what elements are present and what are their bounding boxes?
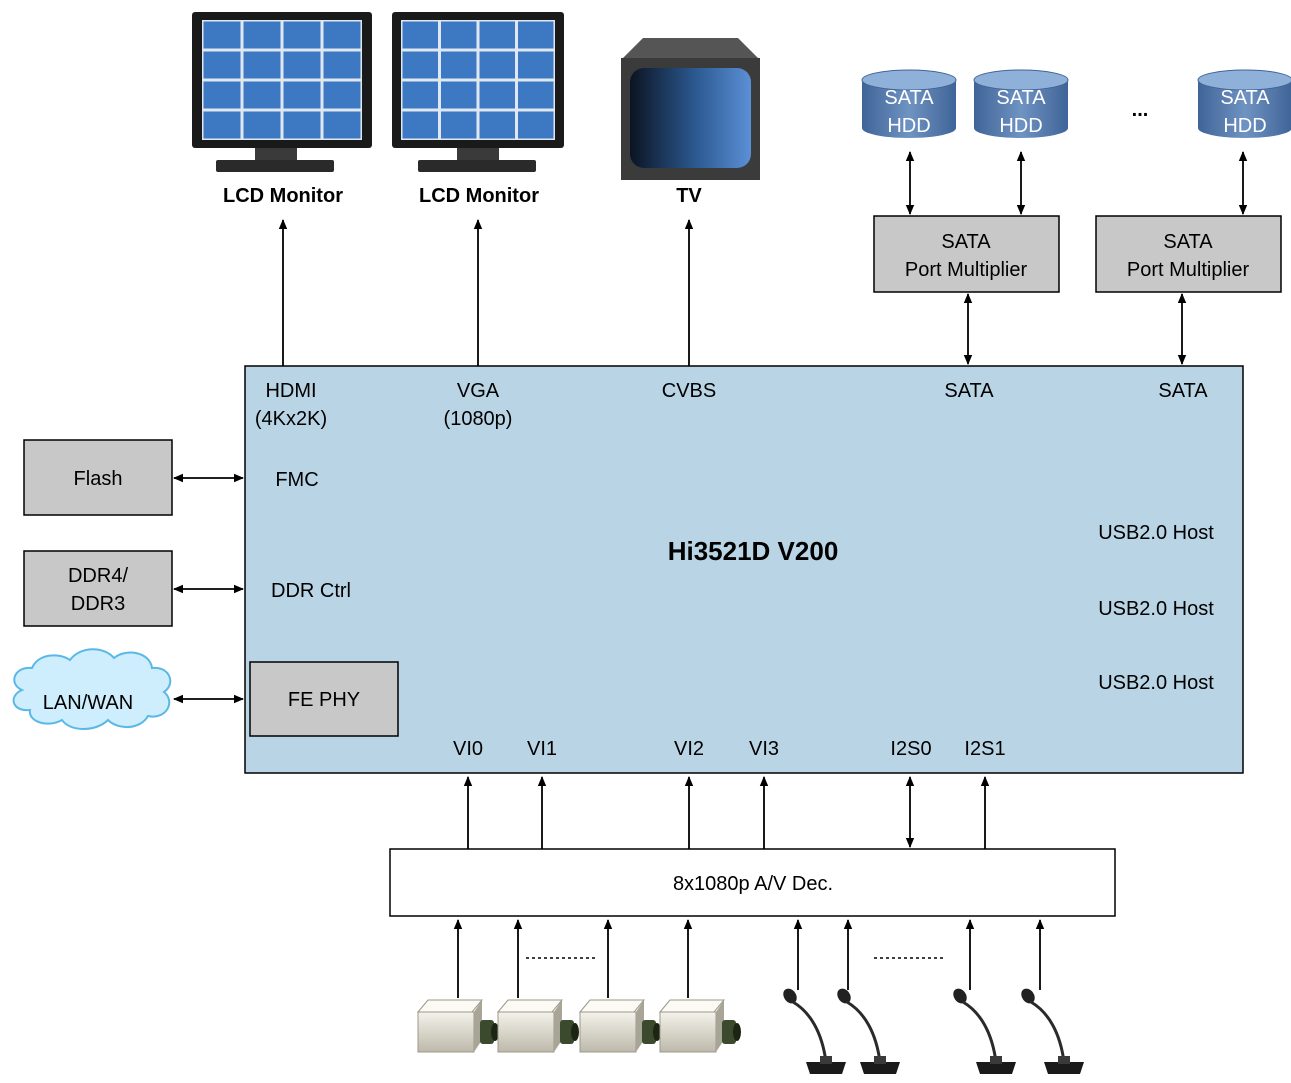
vi0-label: VI0 [453,738,483,760]
flash-label: Flash [74,468,123,490]
microphone-1 [783,988,846,1074]
tv: TV [621,38,760,207]
screen-tile [243,21,281,49]
pm-2-line2: Port Multiplier [1127,259,1250,281]
sata-hdd-1: SATA HDD [861,69,957,138]
lcd-monitor-2-label: LCD Monitor [419,185,539,207]
screen-tile [203,111,241,139]
screen-tile [402,81,438,109]
hdd-1-line2: HDD [887,115,930,137]
screen-tile [283,51,321,79]
microphone-2 [837,988,900,1074]
flash-block: Flash [23,439,173,516]
microphone-4 [1021,988,1084,1074]
screen-tile [203,51,241,79]
vga-res-label: (1080p) [444,408,513,430]
camera-2 [496,999,579,1053]
screen-tile [283,81,321,109]
i2s1-label: I2S1 [964,738,1005,760]
tv-label: TV [676,185,702,207]
soc-title: Hi3521D V200 [668,536,839,566]
ddr-ctrl-label: DDR Ctrl [271,580,351,602]
screen-tile [323,81,361,109]
screen-tile [323,21,361,49]
vi2-label: VI2 [674,738,704,760]
sata-port-multiplier-2: SATA Port Multiplier [1095,215,1282,293]
screen-tile [283,111,321,139]
screen-tile [479,81,515,109]
screen-tile [441,21,477,49]
screen-tile [479,21,515,49]
sata-2-label: SATA [1158,380,1208,402]
sata-port-multiplier-1: SATA Port Multiplier [873,215,1060,293]
ddr-label-line2: DDR3 [71,593,125,615]
screen-tile [479,111,515,139]
screen-tile [518,81,554,109]
pm-2-line1: SATA [1163,231,1213,253]
hdd-3-line2: HDD [1223,115,1266,137]
av-decoder-label: 8x1080p A/V Dec. [673,873,833,895]
microphone-3 [953,988,1016,1074]
lcd-monitor-2: LCD Monitor [392,12,564,207]
fe-phy-label: FE PHY [288,689,360,711]
hdd-ellipsis: ... [1132,99,1149,121]
hdd-2-line2: HDD [999,115,1042,137]
screen-tile [441,81,477,109]
lan-wan-label: LAN/WAN [43,692,133,714]
av-decoder-block: 8x1080p A/V Dec. [389,848,1116,917]
fe-phy-block: FE PHY [249,661,399,737]
screen-tile [203,21,241,49]
pm-1-line2: Port Multiplier [905,259,1028,281]
hdmi-res-label: (4Kx2K) [255,408,327,430]
screen-tile [402,51,438,79]
screen-tile [441,111,477,139]
cvbs-label: CVBS [662,380,716,402]
hdd-3-line1: SATA [1220,87,1270,109]
screen-tile [441,51,477,79]
fmc-label: FMC [275,469,318,491]
sata-1-label: SATA [944,380,994,402]
vga-label: VGA [457,380,500,402]
lcd-monitor-1: LCD Monitor [192,12,372,207]
lan-wan-cloud: LAN/WAN [12,648,172,730]
ddr-block: DDR4/ DDR3 [23,550,173,627]
camera-3 [578,999,661,1053]
camera-1 [416,999,499,1053]
vi1-label: VI1 [527,738,557,760]
screen-tile [243,81,281,109]
ddr-label-line1: DDR4/ [68,565,128,587]
screen-tile [479,51,515,79]
usb-host-3-label: USB2.0 Host [1098,672,1214,694]
screen-tile [283,21,321,49]
hdd-2-line1: SATA [996,87,1046,109]
sata-hdd-3: SATA HDD [1197,69,1291,138]
lcd-monitor-1-label: LCD Monitor [223,185,343,207]
hdmi-label: HDMI [265,380,316,402]
i2s0-label: I2S0 [890,738,931,760]
screen-tile [402,21,438,49]
usb-host-2-label: USB2.0 Host [1098,598,1214,620]
vi3-label: VI3 [749,738,779,760]
screen-tile [402,111,438,139]
camera-4 [658,999,741,1053]
screen-tile [323,111,361,139]
screen-tile [518,21,554,49]
screen-tile [518,111,554,139]
screen-tile [518,51,554,79]
hi3521d-soc-block [244,365,1244,774]
pm-1-line1: SATA [941,231,991,253]
hdd-1-line1: SATA [884,87,934,109]
screen-tile [323,51,361,79]
usb-host-1-label: USB2.0 Host [1098,522,1214,544]
screen-tile [243,111,281,139]
screen-tile [243,51,281,79]
sata-hdd-2: SATA HDD [973,69,1069,138]
screen-tile [203,81,241,109]
